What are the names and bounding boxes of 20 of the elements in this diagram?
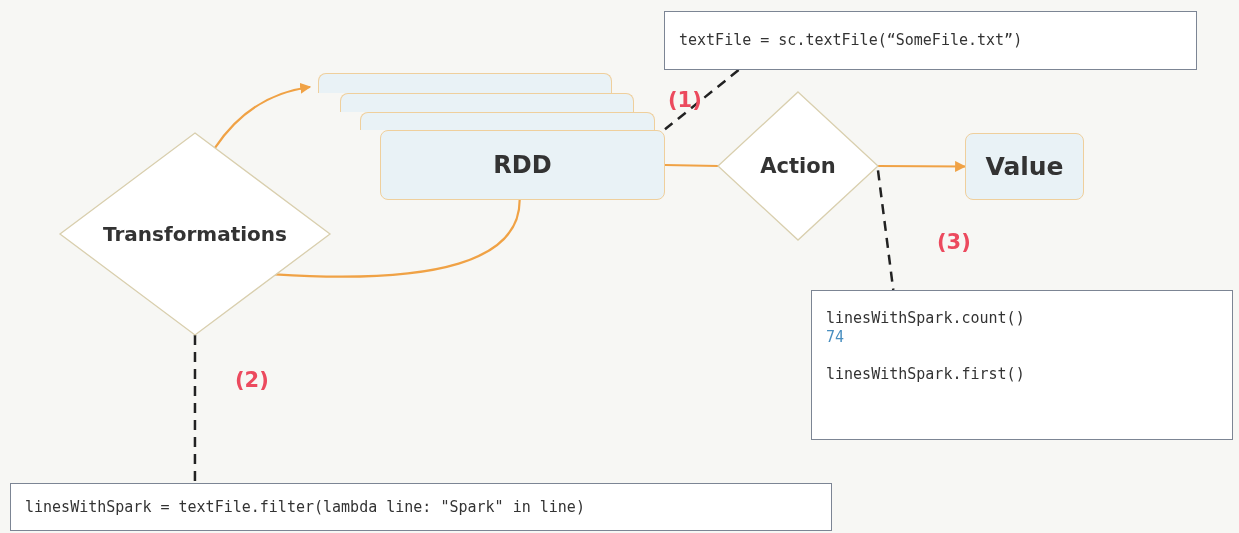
stacked-card [360,112,655,130]
rdd-card: RDD [380,130,665,200]
stacked-card [318,73,612,93]
diamond-label: Action [760,154,836,178]
callout-number: (3) [937,230,971,254]
leader-line [664,69,740,131]
rdd-card: Value [965,133,1084,200]
diamond-label: Transformations [103,222,287,246]
code-box: linesWithSpark = textFile.filter(lambda line: "Spark" in line) [10,483,832,531]
leader-line [876,170,895,291]
callout-number: (1) [668,88,702,112]
leader-line [193,335,197,483]
code-box: textFile = sc.textFile(“SomeFile.txt”) [664,11,1197,70]
connector-line [274,199,521,278]
callout-number: (2) [235,368,269,392]
arrow [878,160,967,172]
arrow [214,83,312,149]
code-box: linesWithSpark.count() 74 linesWithSpark.first() [811,290,1233,440]
connector-line [664,163,719,168]
stacked-card [340,93,634,112]
